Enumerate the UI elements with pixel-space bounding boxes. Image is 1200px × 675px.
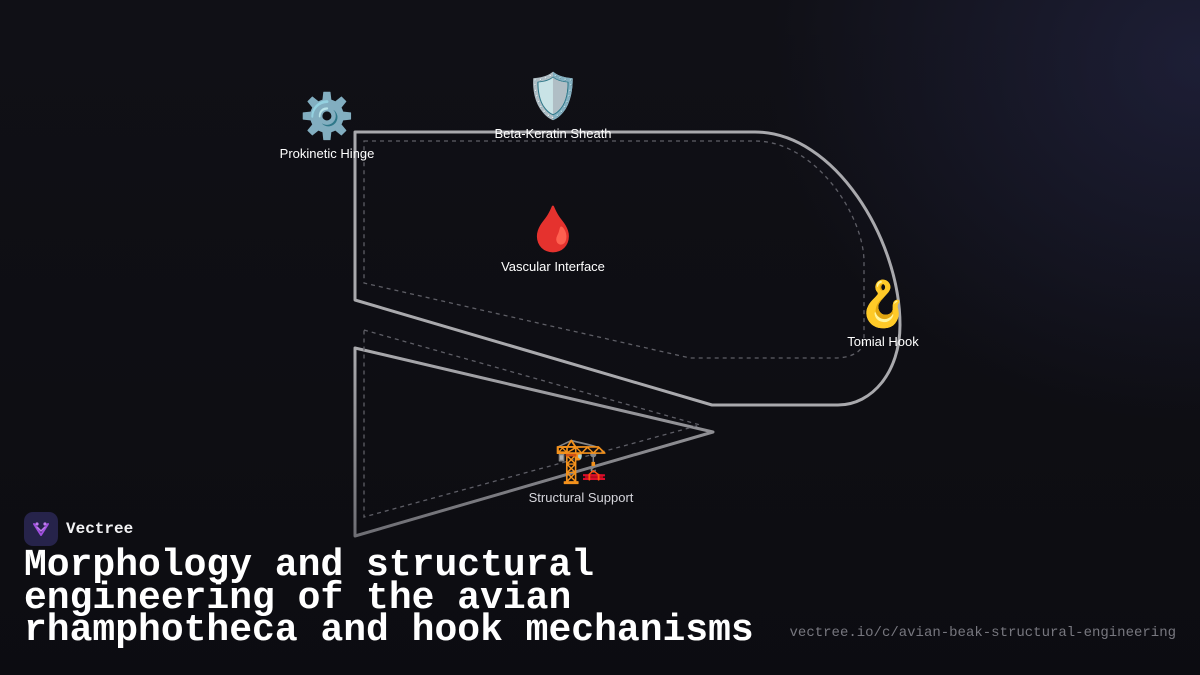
brand-name: Vectree: [66, 520, 134, 538]
node-tomial-hook: 🪝 Tomial Hook: [847, 279, 919, 350]
upper-mandible-inner-dashed: [363, 140, 865, 359]
hook-icon: 🪝: [855, 279, 911, 330]
page-title: Morphology and structural engineering of…: [24, 544, 754, 652]
crane-icon: 🏗️: [553, 435, 609, 486]
lower-mandible-inner-dashed: [363, 329, 703, 518]
upper-mandible-outline: [353, 130, 902, 407]
gear-icon: ⚙️: [299, 91, 355, 142]
shield-icon: 🛡️: [525, 71, 581, 122]
node-label: Vascular Interface: [501, 259, 605, 274]
node-label: Structural Support: [528, 490, 634, 505]
node-prokinetic-hinge: ⚙️ Prokinetic Hinge: [279, 91, 375, 162]
node-label: Tomial Hook: [847, 334, 919, 349]
node-vascular-interface: 🩸 Vascular Interface: [501, 204, 605, 275]
lower-mandible-outline: [353, 346, 715, 538]
vectree-logo-icon: [24, 512, 58, 546]
node-beta-keratin-sheath: 🛡️ Beta-Keratin Sheath: [494, 71, 612, 142]
brand[interactable]: Vectree: [24, 512, 133, 546]
blood-drop-icon: 🩸: [525, 204, 581, 255]
node-structural-support: 🏗️ Structural Support: [528, 435, 634, 506]
node-label: Prokinetic Hinge: [279, 146, 375, 161]
node-label: Beta-Keratin Sheath: [494, 126, 612, 141]
page-url[interactable]: vectree.io/c/avian-beak-structural-engin…: [789, 625, 1176, 641]
